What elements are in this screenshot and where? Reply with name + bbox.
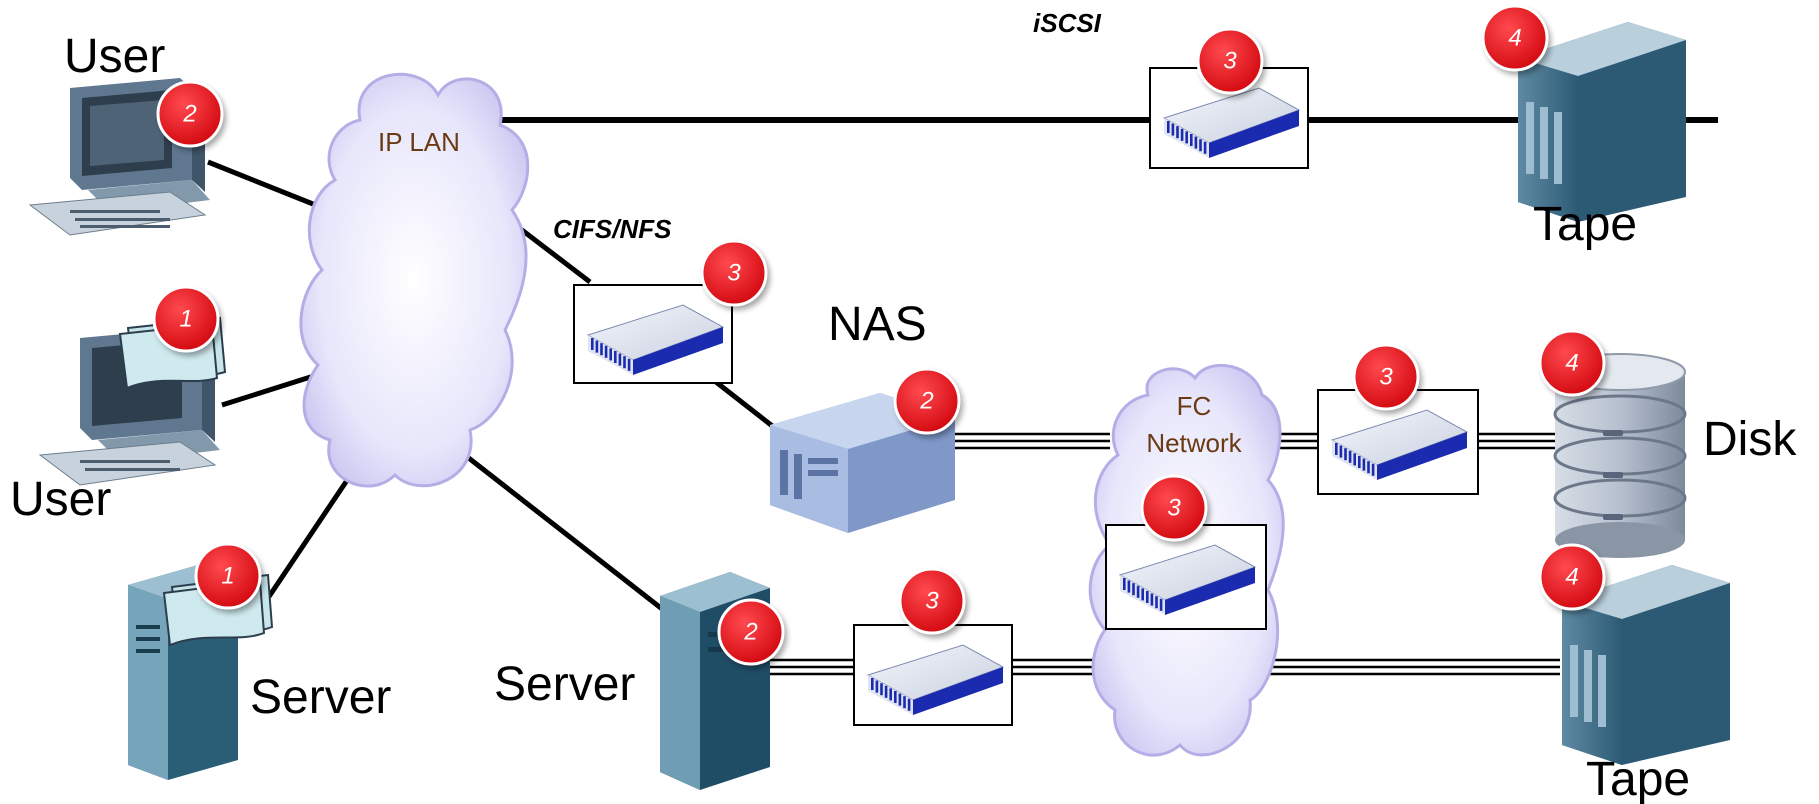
badge-number: 4	[1565, 564, 1578, 591]
connections	[207, 117, 1718, 614]
badge-tape-top: 4	[1481, 4, 1551, 75]
badge-switch-disk: 3	[1352, 343, 1422, 414]
badge-disk: 4	[1538, 329, 1608, 400]
badge-number: 2	[919, 388, 933, 415]
user-top-link	[207, 159, 319, 209]
lan-server-link	[450, 443, 668, 614]
tape-top-library	[1518, 22, 1686, 222]
ip-lan-cloud: IP LAN	[299, 72, 530, 488]
badge-switch-iscsi: 3	[1196, 27, 1266, 98]
cifs-nas-link	[714, 380, 782, 434]
fc-label-line2: Network	[1146, 428, 1242, 458]
disk-label: Disk	[1703, 413, 1797, 466]
tape-bottom-library	[1562, 565, 1730, 765]
badge-tape-bottom: 4	[1538, 543, 1608, 614]
cifs-link	[512, 222, 592, 284]
badge-number: 3	[727, 260, 741, 287]
server-mid-label: Server	[494, 658, 635, 711]
cifs-nfs-protocol-label: CIFS/NFS	[553, 214, 672, 244]
fc-links	[768, 432, 1565, 676]
user-bottom-link	[221, 371, 321, 408]
badge-number: 1	[221, 563, 234, 590]
switch-fc	[1105, 524, 1267, 630]
badge-number: 2	[743, 619, 757, 646]
disk-array	[1553, 353, 1687, 558]
iscsi-protocol-label: iSCSI	[1033, 8, 1102, 38]
user-top-label: User	[64, 30, 165, 83]
badge-number: 3	[1223, 48, 1237, 75]
nas-label: NAS	[828, 298, 927, 351]
server-left-label: Server	[250, 671, 391, 724]
badge-number: 3	[1379, 364, 1393, 391]
badge-server-left: 1	[194, 542, 264, 613]
badge-switch-cifs: 3	[700, 239, 770, 310]
badge-number: 3	[925, 588, 939, 615]
badge-number: 4	[1565, 350, 1578, 377]
badge-number: 4	[1508, 25, 1521, 52]
fc-label-line1: FC	[1177, 391, 1212, 421]
ip-lan-label: IP LAN	[378, 127, 460, 157]
user-bottom-label: User	[10, 473, 111, 526]
badge-number: 3	[1167, 495, 1181, 522]
switch-cifs	[573, 284, 733, 384]
badge-server-mid: 2	[717, 598, 787, 669]
badge-nas: 2	[893, 367, 963, 438]
badge-number: 1	[179, 306, 192, 333]
badge-switch-fc: 3	[1140, 474, 1210, 545]
switch-server	[853, 624, 1013, 726]
badge-user-top: 2	[156, 80, 226, 151]
user-top-computer	[28, 78, 210, 236]
server-left-link	[261, 456, 365, 606]
badge-switch-server: 3	[898, 567, 968, 638]
badge-user-bottom: 1	[152, 285, 222, 356]
badge-number: 2	[182, 101, 196, 128]
tape-top-label: Tape	[1533, 198, 1637, 251]
tape-bottom-label: Tape	[1586, 753, 1690, 804]
